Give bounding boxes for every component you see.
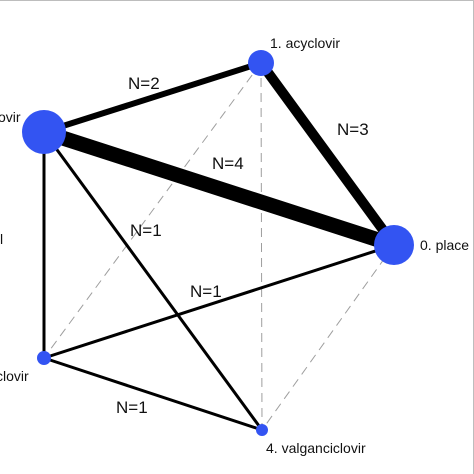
edge-left-lower-valganciclovir <box>43 356 263 432</box>
edge-label-acyclovir-left-upper: N=2 <box>128 74 160 93</box>
node-placebo <box>374 225 414 265</box>
edge-dashed-acyclovir-left-lower <box>43 62 262 359</box>
edge-acyclovir-left-upper <box>43 60 262 135</box>
edge-dashed-acyclovir-valganciclovir <box>260 62 263 431</box>
node-label-placebo: 0. place <box>420 237 469 253</box>
edge-dashed-placebo-valganciclovir <box>261 244 395 431</box>
edge-label-left-upper-valganciclovir: N=1 <box>130 221 162 240</box>
node-left-upper <box>22 110 66 154</box>
edge-acyclovir-placebo <box>256 60 399 248</box>
node-label-valganciclovir: 4. valganciclovir <box>266 440 366 456</box>
edge-left-lower-placebo <box>43 243 395 360</box>
node-acyclovir <box>248 50 274 76</box>
node-label-left-lower: clovir <box>0 368 29 384</box>
node-label-acyclovir: 1. acyclovir <box>270 35 340 51</box>
edge-label-left-lower-valganciclovir: N=1 <box>116 398 148 417</box>
node-label-left-margin-fragment: l <box>0 231 3 247</box>
node-valganciclovir <box>256 424 268 436</box>
edge-left-upper-placebo <box>41 124 397 253</box>
edge-label-acyclovir-placebo: N=3 <box>337 120 369 139</box>
node-left-lower <box>37 351 51 365</box>
edge-left-upper-valganciclovir <box>42 131 264 431</box>
edge-label-left-lower-placebo: N=1 <box>190 282 222 301</box>
edge-label-left-upper-placebo: N=4 <box>212 154 244 173</box>
node-label-left-upper: ovir <box>0 109 21 125</box>
